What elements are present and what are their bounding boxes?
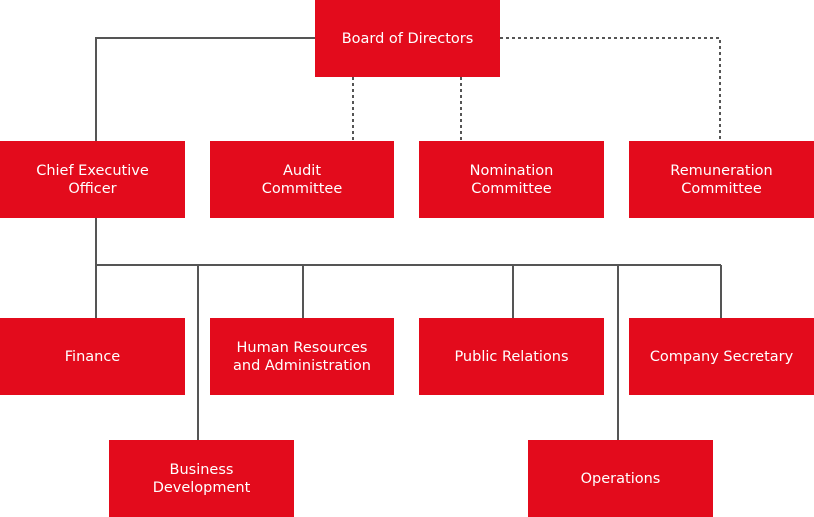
remuneration-committee-box: Remuneration Committee — [629, 141, 814, 218]
finance-label: Finance — [64, 348, 121, 365]
human-resources-box: Human Resources and Administration — [210, 318, 394, 395]
business-development-box: Business Development — [109, 440, 294, 517]
ceo-box: Chief Executive Officer — [0, 141, 185, 218]
audit-label: Audit Committee — [261, 162, 343, 197]
finance-box: Finance — [0, 318, 185, 395]
line-board-ceo — [95, 37, 315, 141]
operations-box: Operations — [528, 440, 713, 517]
audit-committee-box: Audit Committee — [210, 141, 394, 218]
pr-label: Public Relations — [454, 348, 569, 365]
company-secretary-box: Company Secretary — [629, 318, 814, 395]
nomination-committee-box: Nomination Committee — [419, 141, 604, 218]
ceo-label: Chief Executive Officer — [36, 162, 149, 197]
public-relations-box: Public Relations — [419, 318, 604, 395]
remuneration-label: Remuneration Committee — [670, 162, 773, 197]
hra-label: Human Resources and Administration — [233, 339, 371, 374]
board-of-directors-box: Board of Directors — [315, 0, 500, 77]
nomination-label: Nomination Committee — [469, 162, 554, 197]
bizdev-label: Business Development — [152, 461, 251, 496]
line-board-remuneration — [500, 37, 721, 141]
operations-label: Operations — [580, 470, 661, 487]
secretary-label: Company Secretary — [649, 348, 794, 365]
board-label: Board of Directors — [341, 30, 474, 47]
